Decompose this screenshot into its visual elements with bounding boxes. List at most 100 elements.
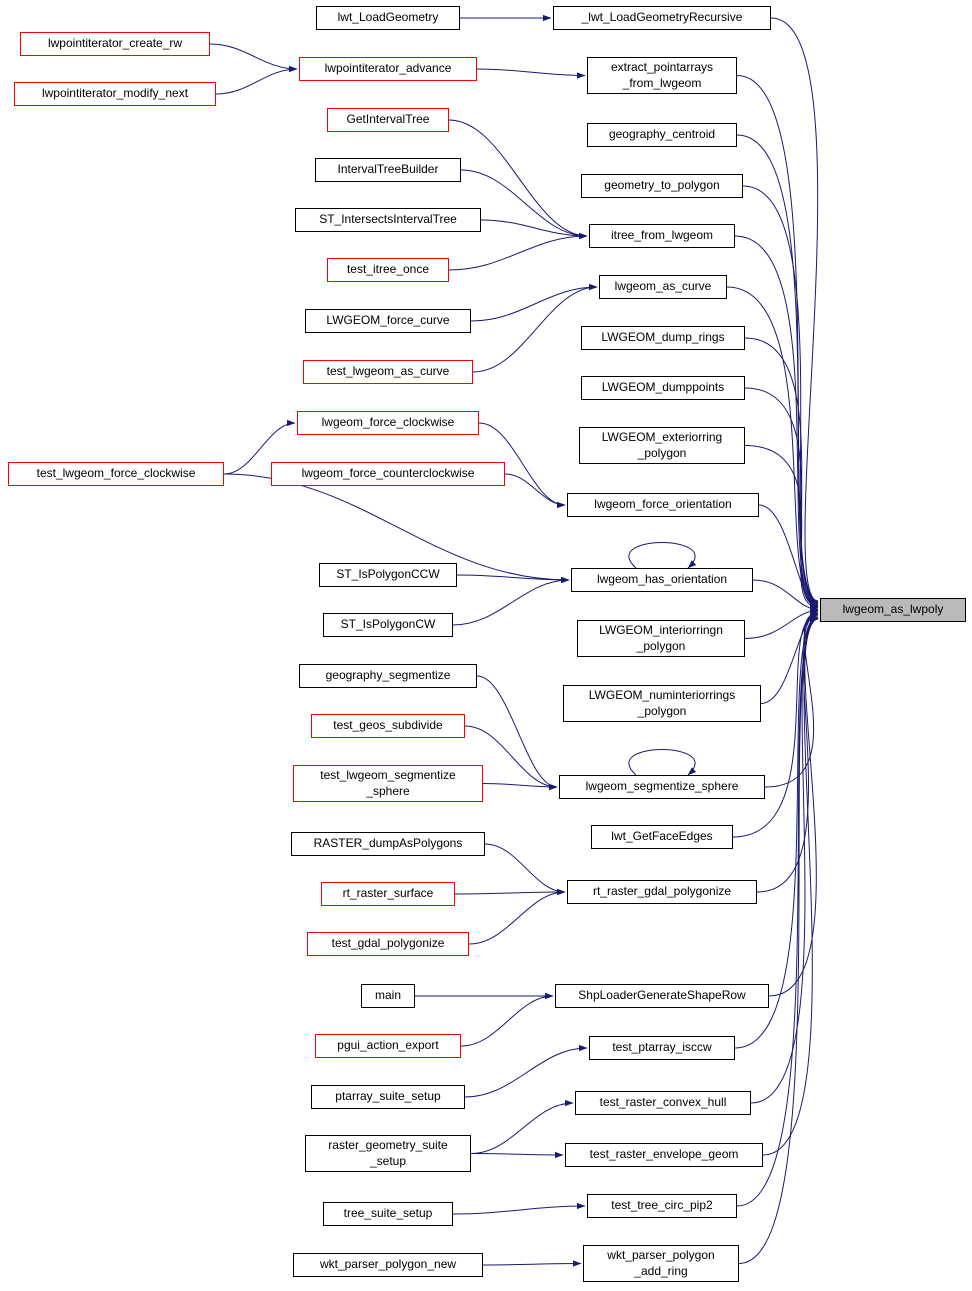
node-label: main [374, 988, 401, 1003]
node-label: geography_centroid [608, 127, 716, 142]
node-label: lwpointiterator_modify_next [41, 86, 189, 101]
node-LWGEOM_dumppoints[interactable]: LWGEOM_dumppoints [581, 376, 745, 400]
node-test_lwgeom_segmentize_sphere[interactable]: test_lwgeom_segmentize_sphere [293, 765, 483, 802]
node-ptarray_suite_setup[interactable]: ptarray_suite_setup [311, 1085, 465, 1109]
node-label: lwpointiterator_create_rw [47, 36, 183, 51]
node-lwgeom_force_orientation[interactable]: lwgeom_force_orientation [567, 493, 759, 517]
node-wkt_parser_polygon_add_ring[interactable]: wkt_parser_polygon_add_ring [583, 1245, 739, 1282]
node-label: GetIntervalTree [346, 112, 430, 127]
edge-test_tree_circ_pip2-to-lwgeom_as_lwpoly [736, 615, 819, 1207]
node-label: lwgeom_force_counterclockwise [301, 466, 475, 481]
edge-test_lwgeom_as_curve-to-lwgeom_as_curve [472, 283, 598, 373]
edge-raster_geometry_suite_setup-to-test_raster_envelope_geom [470, 1151, 564, 1159]
node-label: _setup [369, 1153, 407, 1168]
node-test_ptarray_isccw[interactable]: test_ptarray_isccw [589, 1036, 735, 1060]
edge-lwpointiterator_modify_next-to-lwpointiterator_advance [215, 65, 298, 95]
node-extract_pointarrays_from_lwgeom[interactable]: extract_pointarrays_from_lwgeom [587, 57, 737, 94]
node-LWGEOM_interiorringn_polygon[interactable]: LWGEOM_interiorringn_polygon [577, 620, 745, 657]
node-test_geos_subdivide[interactable]: test_geos_subdivide [311, 714, 465, 738]
node-label: test_raster_convex_hull [599, 1095, 727, 1110]
node-geometry_to_polygon[interactable]: geometry_to_polygon [581, 174, 743, 198]
node-ST_IsPolygonCW[interactable]: ST_IsPolygonCW [323, 613, 453, 637]
edge-lwgeom_has_orientation-to-lwgeom_has_orientation [628, 542, 697, 569]
node-LWGEOM_force_curve[interactable]: LWGEOM_force_curve [305, 309, 471, 333]
edge-lwgeom_force_clockwise-to-lwgeom_force_orientation [478, 422, 566, 509]
node-label: lwgeom_segmentize_sphere [585, 779, 739, 794]
edge-raster_geometry_suite_setup-to-test_raster_convex_hull [470, 1099, 574, 1154]
node-label: rt_raster_gdal_polygonize [592, 884, 732, 899]
node-test_itree_once[interactable]: test_itree_once [327, 258, 449, 282]
node-test_raster_envelope_geom[interactable]: test_raster_envelope_geom [565, 1143, 763, 1167]
node-label: LWGEOM_force_curve [326, 313, 450, 328]
node-ST_IntersectsIntervalTree[interactable]: ST_IntersectsIntervalTree [295, 208, 481, 232]
node-geography_centroid[interactable]: geography_centroid [587, 123, 737, 147]
edge-test_geos_subdivide-to-lwgeom_segmentize_sphere [464, 725, 558, 791]
node-label: test_itree_once [346, 262, 430, 277]
node-test_raster_convex_hull[interactable]: test_raster_convex_hull [575, 1091, 751, 1115]
edge-_lwt_LoadGeometryRecursive-to-lwgeom_as_lwpoly [770, 17, 819, 605]
node-geography_segmentize[interactable]: geography_segmentize [299, 664, 477, 688]
edge-geometry_to_polygon-to-lwgeom_as_lwpoly [742, 185, 819, 606]
node-label: ST_IsPolygonCW [340, 617, 436, 632]
node-lwgeom_segmentize_sphere[interactable]: lwgeom_segmentize_sphere [559, 775, 765, 799]
node-rt_raster_surface[interactable]: rt_raster_surface [321, 882, 455, 906]
node-label: lwpointiterator_advance [324, 61, 452, 76]
node-label: IntervalTreeBuilder [337, 162, 439, 177]
node-label: test_lwgeom_as_curve [326, 364, 450, 379]
node-RASTER_dumpAsPolygons[interactable]: RASTER_dumpAsPolygons [291, 832, 485, 856]
node-LWGEOM_exteriorring_polygon[interactable]: LWGEOM_exteriorring_polygon [579, 427, 745, 464]
node-lwgeom_force_clockwise[interactable]: lwgeom_force_clockwise [297, 411, 479, 435]
node-lwpointiterator_modify_next[interactable]: lwpointiterator_modify_next [14, 82, 216, 106]
node-lwgeom_has_orientation[interactable]: lwgeom_has_orientation [571, 568, 753, 592]
edge-lwt_GetFaceEdges-to-lwgeom_as_lwpoly [732, 610, 819, 838]
node-ShpLoaderGenerateShapeRow[interactable]: ShpLoaderGenerateShapeRow [555, 984, 769, 1008]
node-label: RASTER_dumpAsPolygons [313, 836, 463, 851]
node-label: lwgeom_as_curve [614, 279, 712, 294]
node-pgui_action_export[interactable]: pgui_action_export [315, 1034, 461, 1058]
node-label: test_tree_circ_pip2 [611, 1198, 713, 1213]
edge-LWGEOM_force_curve-to-lwgeom_as_curve [470, 283, 598, 322]
edge-IntervalTreeBuilder-to-itree_from_lwgeom [460, 169, 588, 240]
edge-ShpLoaderGenerateShapeRow-to-lwgeom_as_lwpoly [768, 613, 819, 997]
node-GetIntervalTree[interactable]: GetIntervalTree [327, 108, 449, 132]
node-test_lwgeom_as_curve[interactable]: test_lwgeom_as_curve [303, 360, 473, 384]
node-label: ptarray_suite_setup [335, 1089, 441, 1104]
node-ST_IsPolygonCCW[interactable]: ST_IsPolygonCCW [319, 563, 457, 587]
node-IntervalTreeBuilder[interactable]: IntervalTreeBuilder [315, 158, 461, 182]
node-label: wkt_parser_polygon [607, 1247, 715, 1262]
node-lwgeom_as_curve[interactable]: lwgeom_as_curve [599, 275, 727, 299]
node-test_gdal_polygonize[interactable]: test_gdal_polygonize [307, 932, 469, 956]
node-label: geography_segmentize [325, 668, 451, 683]
node-main[interactable]: main [361, 984, 415, 1008]
node-rt_raster_gdal_polygonize[interactable]: rt_raster_gdal_polygonize [567, 880, 757, 904]
node-label: raster_geometry_suite [328, 1137, 448, 1152]
node-test_lwgeom_force_clockwise[interactable]: test_lwgeom_force_clockwise [8, 462, 224, 486]
edge-lwpointiterator_create_rw-to-lwpointiterator_advance [209, 43, 298, 73]
node-test_tree_circ_pip2[interactable]: test_tree_circ_pip2 [587, 1194, 737, 1218]
node-label: LWGEOM_interiorringn [599, 622, 723, 637]
node-label: _lwt_LoadGeometryRecursive [581, 10, 743, 25]
node-tree_suite_setup[interactable]: tree_suite_setup [323, 1202, 453, 1226]
node-itree_from_lwgeom[interactable]: itree_from_lwgeom [589, 224, 735, 248]
edge-lwgeom_force_counterclockwise-to-lwgeom_force_orientation [504, 473, 566, 509]
node-lwgeom_force_counterclockwise[interactable]: lwgeom_force_counterclockwise [271, 462, 505, 486]
node-lwpointiterator_create_rw[interactable]: lwpointiterator_create_rw [20, 32, 210, 56]
node-LWGEOM_dump_rings[interactable]: LWGEOM_dump_rings [581, 326, 745, 350]
node-label: wkt_parser_polygon_new [319, 1257, 457, 1272]
node-label: LWGEOM_dump_rings [601, 330, 725, 345]
node-_lwt_LoadGeometryRecursive[interactable]: _lwt_LoadGeometryRecursive [553, 6, 771, 30]
node-lwpointiterator_advance[interactable]: lwpointiterator_advance [299, 57, 477, 81]
edge-rt_raster_surface-to-rt_raster_gdal_polygonize [454, 888, 566, 896]
node-lwt_GetFaceEdges[interactable]: lwt_GetFaceEdges [591, 825, 733, 849]
node-label: extract_pointarrays [610, 59, 714, 74]
node-label: test_lwgeom_segmentize [320, 767, 456, 782]
node-lwt_LoadGeometry[interactable]: lwt_LoadGeometry [316, 6, 460, 30]
edge-tree_suite_setup-to-test_tree_circ_pip2 [452, 1202, 586, 1215]
node-LWGEOM_numinteriorrings_polygon[interactable]: LWGEOM_numinteriorrings_polygon [563, 685, 761, 722]
edge-itree_from_lwgeom-to-lwgeom_as_lwpoly [734, 235, 819, 607]
edge-lwgeom_segmentize_sphere-to-lwgeom_segmentize_sphere [628, 749, 697, 776]
node-label: lwgeom_force_clockwise [321, 415, 455, 430]
edge-extract_pointarrays_from_lwgeom-to-lwgeom_as_lwpoly [736, 75, 819, 605]
node-raster_geometry_suite_setup[interactable]: raster_geometry_suite_setup [305, 1135, 471, 1172]
node-wkt_parser_polygon_new[interactable]: wkt_parser_polygon_new [293, 1253, 483, 1277]
